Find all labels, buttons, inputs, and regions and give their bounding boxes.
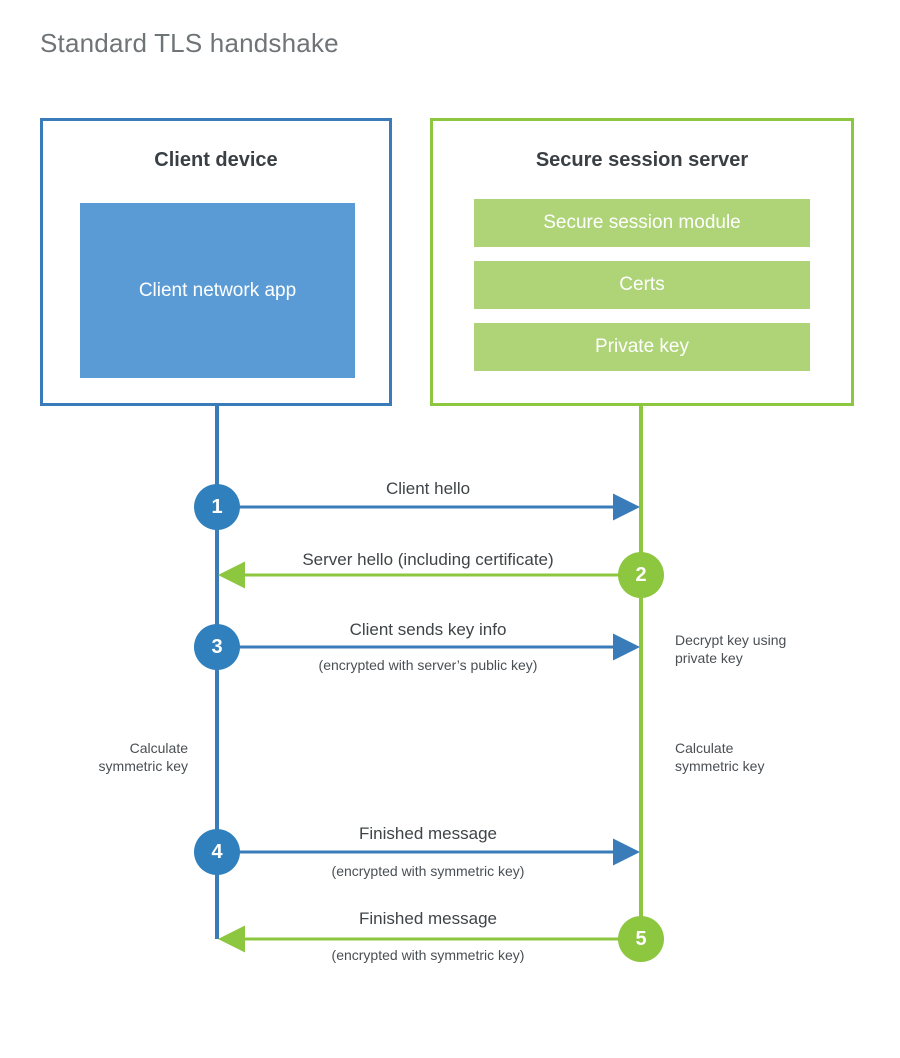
server-component-secure-session-module: Secure session module bbox=[474, 199, 810, 247]
message-label-step-4: Finished message bbox=[359, 824, 497, 843]
message-sublabel-step-5: (encrypted with symmetric key) bbox=[331, 947, 525, 963]
step-badge-5: 5 bbox=[618, 916, 664, 962]
step-badge-3: 3 bbox=[194, 624, 240, 670]
message-label-step-5: Finished message bbox=[359, 909, 497, 928]
page-title: Standard TLS handshake bbox=[40, 28, 339, 58]
server-component-stack: Secure session module Certs Private key bbox=[474, 199, 810, 371]
message-sublabel-step-3: (encrypted with server’s public key) bbox=[318, 657, 538, 673]
client-network-app-block: Client network app bbox=[80, 203, 355, 378]
server-component-certs: Certs bbox=[474, 261, 810, 309]
message-label-step-2: Server hello (including certificate) bbox=[302, 550, 554, 569]
message-label-step-1: Client hello bbox=[385, 479, 471, 498]
secure-session-server-box: Secure session server Secure session mod… bbox=[430, 118, 854, 406]
annotation-client-calculate-symmetric-key: Calculate symmetric key bbox=[98, 740, 188, 774]
message-label-step-3: Client sends key info bbox=[349, 620, 507, 639]
client-device-box: Client device Client network app bbox=[40, 118, 392, 406]
annotation-server-calculate-symmetric-key: Calculate symmetric key bbox=[675, 740, 765, 774]
message-sublabel-step-4: (encrypted with symmetric key) bbox=[331, 863, 525, 879]
client-device-title: Client device bbox=[154, 149, 278, 171]
annotation-server-decrypt-key: Decrypt key using private key bbox=[675, 632, 787, 666]
step-badge-4: 4 bbox=[194, 829, 240, 875]
server-component-private-key: Private key bbox=[474, 323, 810, 371]
step-badge-1: 1 bbox=[194, 484, 240, 530]
step-badge-2: 2 bbox=[618, 552, 664, 598]
secure-session-server-title: Secure session server bbox=[535, 149, 749, 171]
